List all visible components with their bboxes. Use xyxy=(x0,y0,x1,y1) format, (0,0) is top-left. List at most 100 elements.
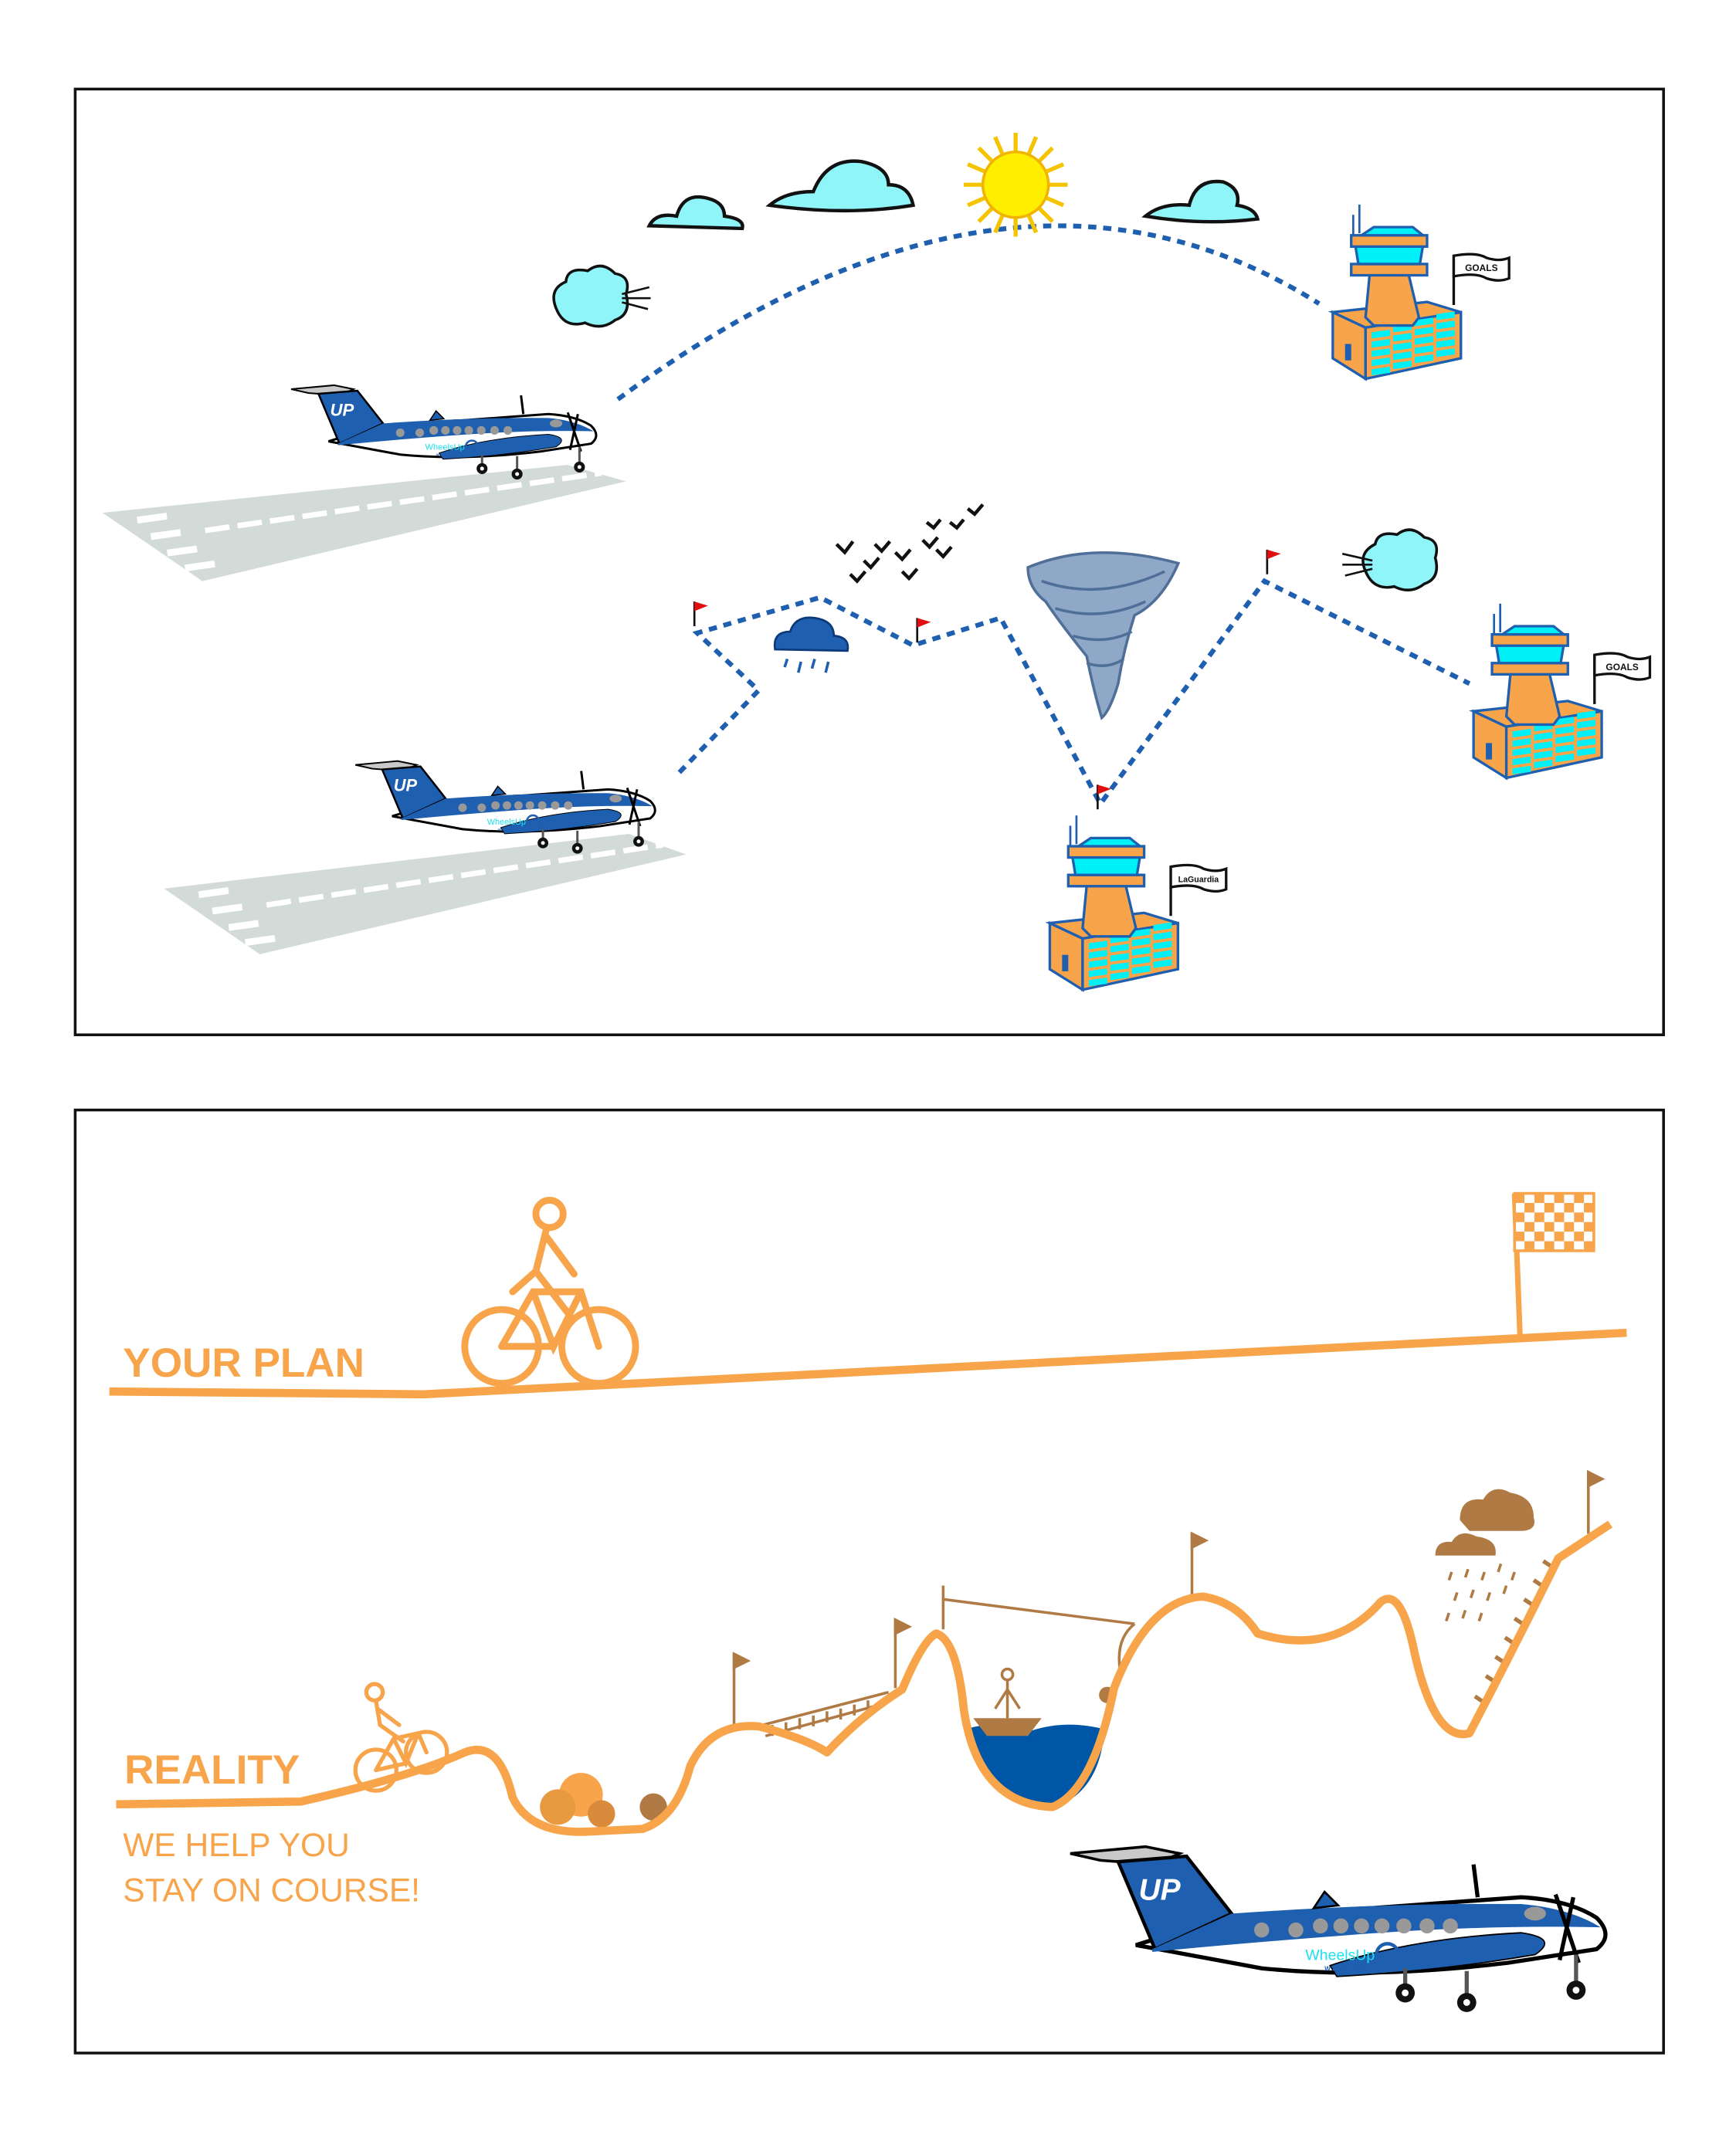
runway-2 xyxy=(164,834,687,954)
flag-icon xyxy=(1169,863,1228,893)
tail-text: UP xyxy=(394,775,418,795)
brand-logo-text: WheelsUp xyxy=(1305,1947,1375,1964)
building-window xyxy=(1153,959,1172,968)
wind-cloud-icon xyxy=(552,264,651,328)
reality-label: REALITY xyxy=(124,1747,300,1793)
building-window xyxy=(1088,959,1107,968)
window xyxy=(564,801,573,810)
building-window xyxy=(1512,747,1531,757)
window xyxy=(1354,1918,1369,1934)
building-window xyxy=(1110,953,1129,962)
brand-logo-icon xyxy=(1375,1942,1401,1967)
dorsal-fin xyxy=(490,785,507,797)
landing-gear xyxy=(537,821,644,854)
tornado-icon xyxy=(1026,551,1181,720)
control-tower-laguardia: LaGuardia xyxy=(1045,815,1228,992)
window xyxy=(1396,1918,1412,1934)
storm-cloud-icon xyxy=(1435,1489,1535,1622)
window xyxy=(464,425,473,435)
flag-icon xyxy=(1587,1469,1605,1534)
bottom-panel-frame xyxy=(73,1108,1665,2055)
building-window xyxy=(1153,940,1172,950)
window xyxy=(551,801,560,810)
building-window xyxy=(1415,354,1433,364)
window xyxy=(395,428,405,438)
building-window xyxy=(1153,950,1172,959)
window xyxy=(458,803,467,812)
building-window xyxy=(1131,937,1151,947)
your-plan-label: YOUR PLAN xyxy=(123,1340,364,1386)
building-window xyxy=(1088,940,1107,950)
tower-shaft xyxy=(1081,883,1138,938)
plane-top-reality: UP WheelsUp WEALTH xyxy=(355,760,656,854)
building-window xyxy=(1110,971,1129,981)
window xyxy=(503,425,513,435)
actual-flight-path xyxy=(677,578,1471,808)
window xyxy=(537,801,547,810)
building-window xyxy=(1415,317,1433,327)
window xyxy=(441,425,450,435)
plane-top-plan: UP WheelsUp WEALTH xyxy=(290,384,598,480)
building-window xyxy=(1577,710,1596,720)
red-flag-icon xyxy=(1266,549,1281,574)
boat-icon xyxy=(973,1667,1042,1736)
dorsal-fin xyxy=(429,410,446,422)
cockpit-window xyxy=(549,419,563,428)
reality-line xyxy=(116,1520,1613,1836)
window xyxy=(1374,1918,1390,1934)
building-window xyxy=(1110,944,1129,953)
cloud-icon xyxy=(646,195,744,231)
plan-line xyxy=(109,1328,1627,1399)
tower-flag-label: GOALS xyxy=(1465,263,1497,273)
sun-icon xyxy=(963,132,1068,237)
rain-cloud-icon xyxy=(773,616,849,673)
building-window xyxy=(1393,333,1412,342)
window xyxy=(1443,1918,1458,1934)
small-cyclist-icon xyxy=(353,1682,449,1793)
control-tower-goals-right: GOALS xyxy=(1469,603,1652,781)
tower-flag-label: GOALS xyxy=(1605,662,1638,673)
window xyxy=(1419,1918,1435,1934)
window xyxy=(476,425,486,435)
building-window xyxy=(1131,947,1151,956)
window xyxy=(490,425,499,435)
building-window xyxy=(1436,320,1455,330)
propeller xyxy=(1471,1864,1581,1964)
red-flag-icon xyxy=(1097,784,1112,810)
building-window xyxy=(1512,765,1531,775)
wind-cloud-icon xyxy=(1341,528,1439,591)
runway-1 xyxy=(102,465,626,581)
flag-icon xyxy=(1593,652,1652,681)
door xyxy=(1062,954,1069,971)
brand-logo-text: WheelsUp xyxy=(426,443,465,452)
red-flag-icon xyxy=(693,601,708,626)
building-window xyxy=(1555,744,1575,754)
propeller xyxy=(520,395,582,452)
brand-sub-text: WEALTH xyxy=(1324,1966,1362,1973)
finish-flag-icon xyxy=(1511,1191,1595,1337)
building-window xyxy=(1153,922,1172,931)
cyclist-icon xyxy=(461,1197,639,1387)
building-window xyxy=(1436,339,1455,348)
rocks xyxy=(540,1773,667,1828)
building-window xyxy=(1534,731,1553,741)
zipline xyxy=(943,1598,1135,1625)
red-flag-icon xyxy=(916,618,931,643)
planned-flight-path xyxy=(616,223,1321,402)
window xyxy=(1313,1918,1328,1934)
window xyxy=(491,801,500,810)
building-window xyxy=(1534,740,1553,751)
building-window xyxy=(1153,931,1172,940)
building-window xyxy=(1555,717,1575,726)
window xyxy=(1254,1922,1270,1938)
building-window xyxy=(1534,750,1553,760)
window xyxy=(1288,1922,1304,1938)
brand-logo-icon xyxy=(464,439,480,454)
building-window xyxy=(1372,347,1391,357)
building-window xyxy=(1131,956,1151,965)
tagline-line-1: WE HELP YOU xyxy=(123,1828,349,1864)
runway-markings xyxy=(137,512,215,572)
birds-flock xyxy=(835,503,985,584)
building-window xyxy=(1088,968,1107,978)
control-tower-goals-top: GOALS xyxy=(1327,204,1511,381)
